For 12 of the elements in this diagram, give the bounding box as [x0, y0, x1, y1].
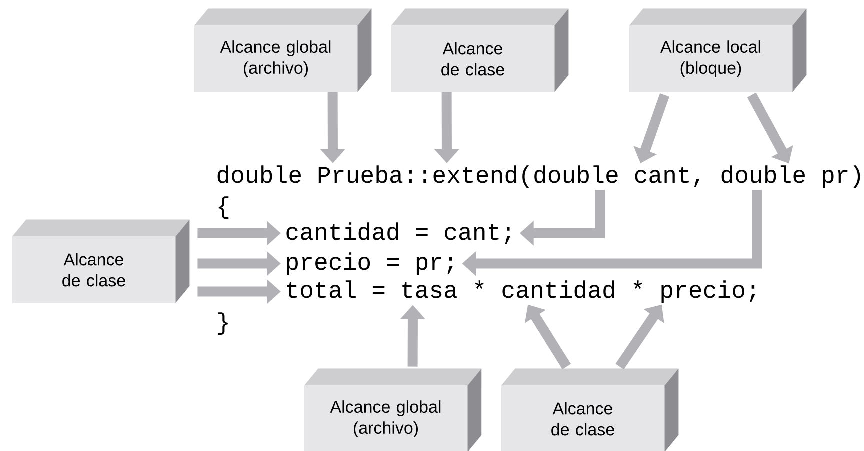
box: Alcance local (bloque)	[629, 8, 807, 92]
box: Alcance global (archivo)	[194, 8, 372, 92]
box: Alcance de clase	[501, 368, 679, 451]
box: Alcance de clase	[12, 220, 190, 304]
code-line: cantidad = cant;	[286, 222, 510, 244]
code-brace: {	[218, 196, 229, 219]
code-brace: }	[218, 312, 228, 335]
box: Alcance de clase	[391, 8, 569, 92]
code-line: total = tasa * cantidad * precio;	[287, 280, 756, 303]
box: Alcance global (archivo)	[304, 368, 482, 451]
code-line: double Prueba::extend(double cant, double pr)	[218, 166, 860, 188]
code-line: precio = pr;	[287, 252, 453, 275]
